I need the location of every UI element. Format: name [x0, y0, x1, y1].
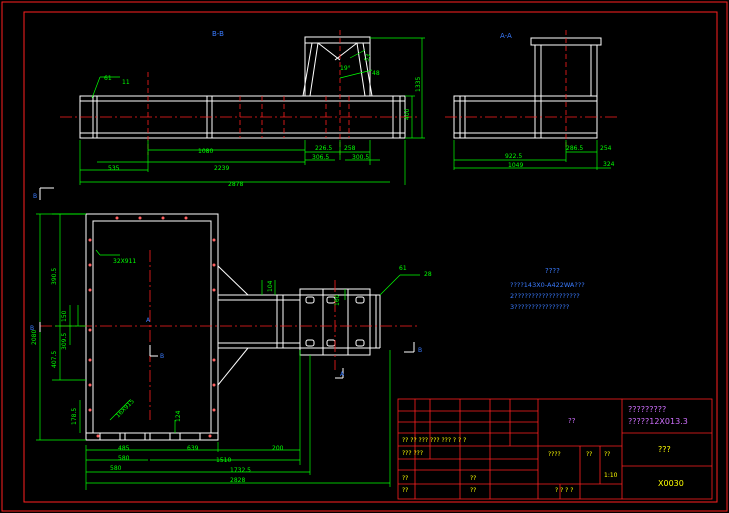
dim-485: 485	[118, 445, 130, 452]
dim-2828: 2828	[230, 477, 245, 484]
dim-48: 48	[372, 70, 380, 77]
hidden-lines-aa	[445, 30, 620, 150]
part-name: ???	[658, 445, 671, 454]
plan-view: 390.5 2080 407.5 309.5 150 178.5 32X911 …	[30, 213, 432, 490]
dim-61-left: 61	[104, 75, 112, 82]
title-row-a: ?? ?? ??? ??? ??? ? ? ?	[402, 437, 466, 444]
marker-a1: A	[340, 371, 345, 378]
dim-1732-5: 1732.5	[230, 467, 251, 474]
notes-title: ????	[545, 267, 560, 275]
marker-b1: B	[33, 193, 37, 200]
dim-32x911: 32X911	[113, 258, 136, 265]
title-block-grid	[397, 398, 713, 500]
dim-639: 639	[187, 445, 199, 452]
dim-178-5: 178.5	[71, 408, 78, 425]
plan-dim-lines	[36, 213, 420, 490]
title-row-e: ??	[402, 487, 408, 494]
dim-324: 324	[603, 161, 615, 168]
dim-580b: 580	[110, 465, 122, 472]
dim-407-5: 407.5	[51, 351, 58, 368]
dim-2080: 2080	[31, 330, 38, 345]
title-row-d: ??	[402, 475, 408, 482]
section-markers	[39, 322, 415, 379]
dim-390-5: 390.5	[51, 268, 58, 285]
dim-200: 200	[272, 445, 284, 452]
title-row-g: ??	[470, 487, 476, 494]
dim-150: 150	[61, 310, 68, 322]
dim-2878: 2878	[228, 181, 243, 188]
plan-centerlines	[40, 250, 420, 420]
scale-label: ????	[548, 451, 561, 458]
dim-1335: 1335	[415, 77, 422, 92]
view-marker-b-top: B	[33, 187, 54, 200]
dim-535: 535	[108, 165, 120, 172]
dim-160: 160	[334, 294, 341, 306]
inner-frame	[23, 11, 718, 503]
spec-line-2: ?????12X013.3	[628, 417, 688, 426]
title-mid-a: ??	[586, 451, 592, 458]
marker-b2: B	[30, 325, 34, 332]
scale-value: 1:10	[604, 472, 618, 479]
title-name-small: ??	[568, 417, 576, 425]
dim-922-5: 922.5	[505, 153, 522, 160]
spec-line-1: ?????????	[628, 405, 666, 414]
dim-61-right: 61	[399, 265, 407, 272]
notes-line-3: 3????????????????	[510, 303, 569, 311]
notes-line-1: ????143X0-A422WA???	[510, 281, 585, 289]
marker-b4: B	[418, 347, 422, 354]
dim-1049: 1049	[508, 162, 523, 169]
marker-a2: A	[146, 317, 151, 324]
dim-300-5: 300.5	[352, 154, 369, 161]
dim-53: 53	[363, 53, 372, 63]
dim-11: 11	[122, 79, 130, 86]
dim-lines-bb	[79, 37, 425, 185]
dim-124: 124	[175, 410, 182, 422]
aa-outline	[453, 37, 602, 139]
dim-309-5: 309.5	[61, 333, 68, 350]
dim-2239: 2239	[214, 165, 229, 172]
title-block: ?? ????????? ?????12X013.3 ??? ?? ?? ???…	[397, 398, 713, 500]
title-row-b: ??? ???	[402, 450, 423, 457]
dim-104: 104	[267, 280, 274, 292]
dim-lines-aa	[453, 140, 611, 170]
title-row-f: ??	[470, 475, 476, 482]
dim-19deg: 19°	[340, 65, 351, 72]
dim-286-5: 286.5	[566, 145, 583, 152]
section-bb-label: B-B	[212, 30, 224, 38]
dim-1080: 1080	[198, 148, 213, 155]
marker-b3: B	[160, 353, 164, 360]
view-bb: B-B	[60, 30, 425, 188]
drawing-code: X0030	[658, 479, 684, 488]
dim-400: 400	[404, 108, 411, 120]
dim-28: 28	[424, 271, 432, 278]
bolt-holes	[88, 216, 216, 438]
hidden-lines-bb	[60, 30, 420, 155]
dim-258: 258	[344, 145, 356, 152]
title-mid-b: ??	[604, 451, 610, 458]
dim-254: 254	[600, 145, 612, 152]
notes-line-2: 2???????????????????	[510, 292, 580, 300]
section-aa-label: A-A	[500, 32, 512, 40]
beam-outline	[79, 36, 406, 139]
dim-1510: 1510	[216, 457, 231, 464]
view-aa: A-A 922.5 286.5 25	[445, 30, 620, 170]
dim-226-5: 226.5	[315, 145, 332, 152]
technical-notes: ???? ????143X0-A422WA??? 2??????????????…	[510, 267, 585, 311]
plan-frame-outline	[85, 213, 381, 441]
dim-16x915: 16X915	[114, 398, 135, 419]
dim-580a: 580	[118, 455, 130, 462]
title-bottom-b: ? ? ? ?	[555, 487, 573, 494]
dim-306-5: 306.5	[312, 154, 329, 161]
